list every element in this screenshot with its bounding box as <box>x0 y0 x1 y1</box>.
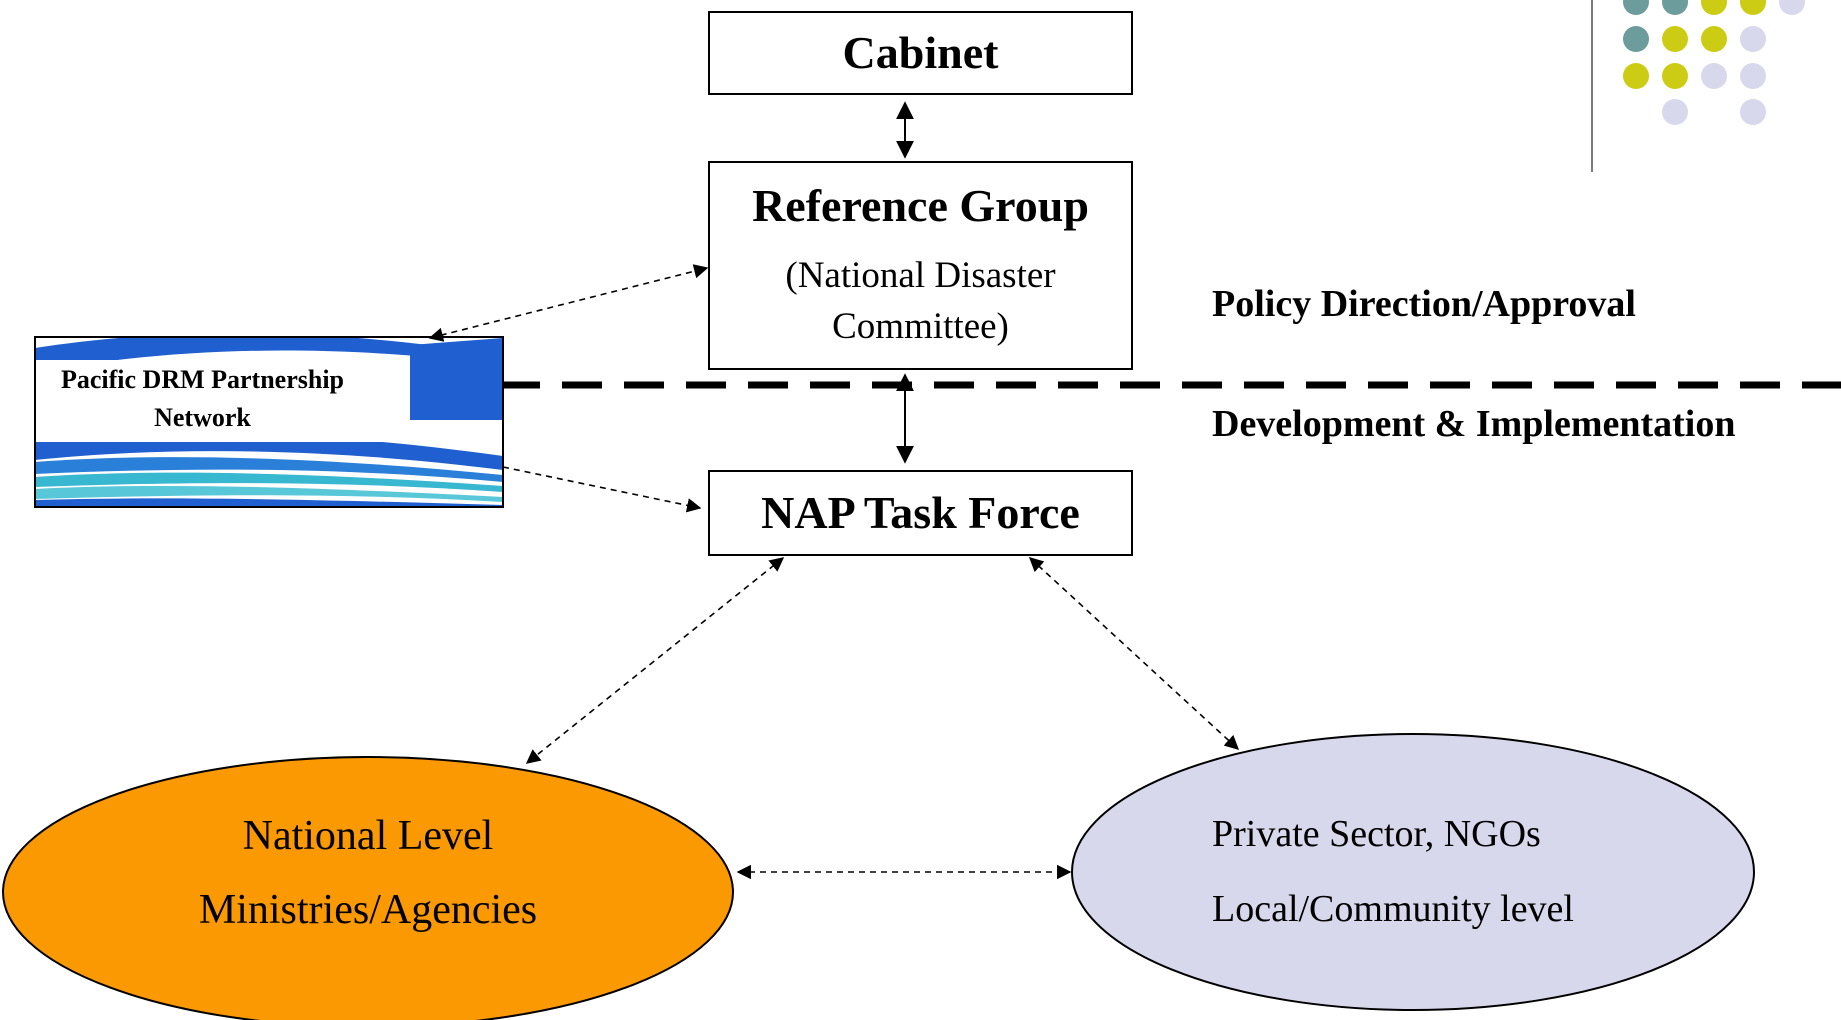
partner-network-line-1: Pacific DRM Partnership <box>60 365 345 394</box>
arrow-logo-taskforce <box>502 466 702 513</box>
reference-group-box: Reference Group (National Disaster Commi… <box>708 161 1133 370</box>
nap-task-force-label: NAP Task Force <box>761 486 1080 538</box>
reference-group-title: Reference Group <box>752 180 1089 231</box>
private-sector-text: Private Sector, NGOs Local/Community lev… <box>1212 812 1574 931</box>
cabinet-box: Cabinet <box>708 11 1133 95</box>
arrow-taskforce-national <box>525 557 785 764</box>
nap-task-force-box: NAP Task Force <box>708 470 1133 556</box>
private-sector-line-1: Private Sector, NGOs <box>1212 813 1541 855</box>
arrow-taskforce-private <box>1028 557 1240 750</box>
cabinet-label: Cabinet <box>842 26 999 78</box>
national-level-text: National Level Ministries/Agencies <box>118 812 618 934</box>
partner-network-line-2: Network <box>154 402 251 432</box>
development-implementation-label: Development & Implementation <box>1212 403 1736 445</box>
private-sector-line-2: Local/Community level <box>1212 888 1574 930</box>
pacific-drm-logo <box>35 337 503 507</box>
reference-group-sub-1: (National Disaster <box>785 254 1056 296</box>
decorative-dots <box>1591 0 1805 172</box>
reference-group-sub-2: Committee) <box>832 306 1009 348</box>
national-level-ellipse <box>2 756 734 1020</box>
arrow-logo-reference <box>428 264 709 342</box>
partner-network-label: Pacific DRM Partnership Network <box>15 361 390 436</box>
private-sector-ellipse <box>1071 733 1755 1011</box>
pacific-drm-logo-frame <box>34 336 504 508</box>
policy-direction-label: Policy Direction/Approval <box>1212 283 1636 325</box>
national-level-line-2: Ministries/Agencies <box>198 887 538 933</box>
national-level-line-1: National Level <box>242 813 494 859</box>
